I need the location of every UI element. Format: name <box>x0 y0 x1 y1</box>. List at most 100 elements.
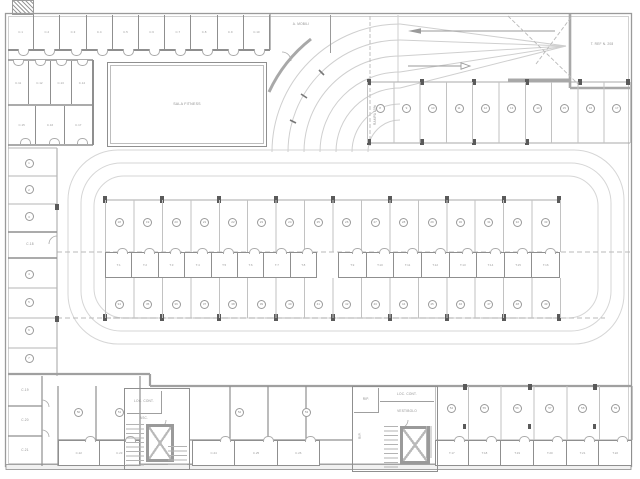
core2-vertical-room-label: RIP. <box>358 432 363 440</box>
storage-box: T.20 <box>534 436 567 466</box>
stall-number: 20 <box>171 217 181 227</box>
stall-number: 36 <box>171 299 181 309</box>
stall-number: 18 <box>114 217 124 227</box>
stall-number: 7 <box>24 353 34 363</box>
stall-number: 4 <box>24 269 34 279</box>
storage-box: T.16 <box>532 248 560 278</box>
drive-aisle-guidelines <box>67 149 625 345</box>
cellar-room: C.16 <box>36 106 65 144</box>
stall-number: 33 <box>541 217 551 227</box>
stall-number: 8 <box>375 103 385 113</box>
core1-elevator-label: ASC. <box>139 415 149 420</box>
stall-number: 13 <box>507 103 517 113</box>
cellar-room: C.6 <box>139 15 166 56</box>
stall-number: 31 <box>484 217 494 227</box>
core1-stairs-lower <box>168 446 187 467</box>
upper-right-stall-dividers <box>367 82 631 143</box>
storage-box: T.4 <box>185 248 212 278</box>
cellar-room: C.13 <box>51 60 72 104</box>
storage-box: T.2 <box>132 248 159 278</box>
stall-number: 42 <box>342 299 352 309</box>
cellar-room: C.5 <box>113 15 140 56</box>
stall-number: 41 <box>313 299 323 309</box>
furniture-storage-room: A. MOBILI <box>272 15 331 53</box>
storage-box: T.15 <box>504 248 533 278</box>
core1-elevator <box>146 424 174 462</box>
stall-number: 49 <box>541 299 551 309</box>
stall-number: 46 <box>455 299 465 309</box>
ramp-slope-ticks <box>289 69 325 124</box>
island-bottom-stall-dividers <box>105 278 561 318</box>
cellar-room: C.12 <box>29 60 51 104</box>
stair-core-2 <box>352 386 438 472</box>
storage-box: T.10 <box>366 248 395 278</box>
storage-box: T.7 <box>264 248 291 278</box>
room-label: C.19 <box>21 388 29 393</box>
stall-number: 54 <box>446 403 456 413</box>
stall-number: 53 <box>302 407 311 417</box>
storage-box: C.22 <box>58 436 100 466</box>
core2-vestibule-label: VESTIBOLO <box>397 409 417 414</box>
stall-number: 17 <box>612 103 622 113</box>
core2-side-room: RIP. <box>354 388 379 413</box>
stall-number: 59 <box>611 403 621 413</box>
stall-number: 52 <box>235 407 244 417</box>
section-hatch-stub <box>12 0 34 15</box>
cellar-room: C.8 <box>191 15 218 56</box>
cellar-room: C.10 <box>244 15 271 56</box>
cellar-room: C.9 <box>218 15 244 56</box>
stall-number: 37 <box>200 299 210 309</box>
cellar-room: C.1 <box>8 15 35 56</box>
cellar-room: C.3 <box>60 15 87 56</box>
stall-number: 29 <box>427 217 437 227</box>
stall-number: 27 <box>370 217 380 227</box>
left-store-room: C.18 <box>26 242 34 247</box>
storage-box: T.21 <box>566 436 600 466</box>
stall-number: 21 <box>200 217 210 227</box>
stall-number: 48 <box>512 299 522 309</box>
core2-stairs-side <box>426 426 434 458</box>
storage-box: T.12 <box>421 248 450 278</box>
storage-box: C.25 <box>235 436 278 466</box>
cellar-room: C.7 <box>165 15 192 56</box>
drive-direction-arrows <box>408 28 555 70</box>
cellar-room: C.17 <box>65 106 93 144</box>
cellar-room: C.15 <box>8 106 37 144</box>
stall-number: 24 <box>285 217 295 227</box>
stall-number: 34 <box>114 299 124 309</box>
stall-number: 57 <box>545 403 555 413</box>
stall-number: 26 <box>342 217 352 227</box>
cellar-room: C.11 <box>8 60 30 104</box>
storage-box: T.11 <box>394 248 422 278</box>
stall-number: 14 <box>533 103 543 113</box>
storage-box: T.6 <box>237 248 265 278</box>
stall-number: 11 <box>454 103 464 113</box>
room-label: C.21 <box>21 448 29 453</box>
stall-number: 39 <box>256 299 266 309</box>
storage-box: T.13 <box>449 248 478 278</box>
core2-stairs <box>384 426 398 468</box>
stall-number: 2 <box>24 185 34 195</box>
bottom-right-stall-dividers <box>435 386 633 440</box>
storage-box: C.24 <box>192 436 236 466</box>
stall-number: 22 <box>228 217 238 227</box>
storage-box: T.8 <box>290 248 317 278</box>
ramp-reference-label: T. REF N. 208 <box>590 42 614 47</box>
stall-number: 40 <box>285 299 295 309</box>
stall-number: 56 <box>512 403 522 413</box>
stall-number: 51 <box>115 407 124 417</box>
core1-top-room-label: LOC. CONT. <box>127 391 162 414</box>
stall-number: 45 <box>427 299 437 309</box>
stall-number: 43 <box>370 299 380 309</box>
stall-number: 6 <box>24 325 34 335</box>
